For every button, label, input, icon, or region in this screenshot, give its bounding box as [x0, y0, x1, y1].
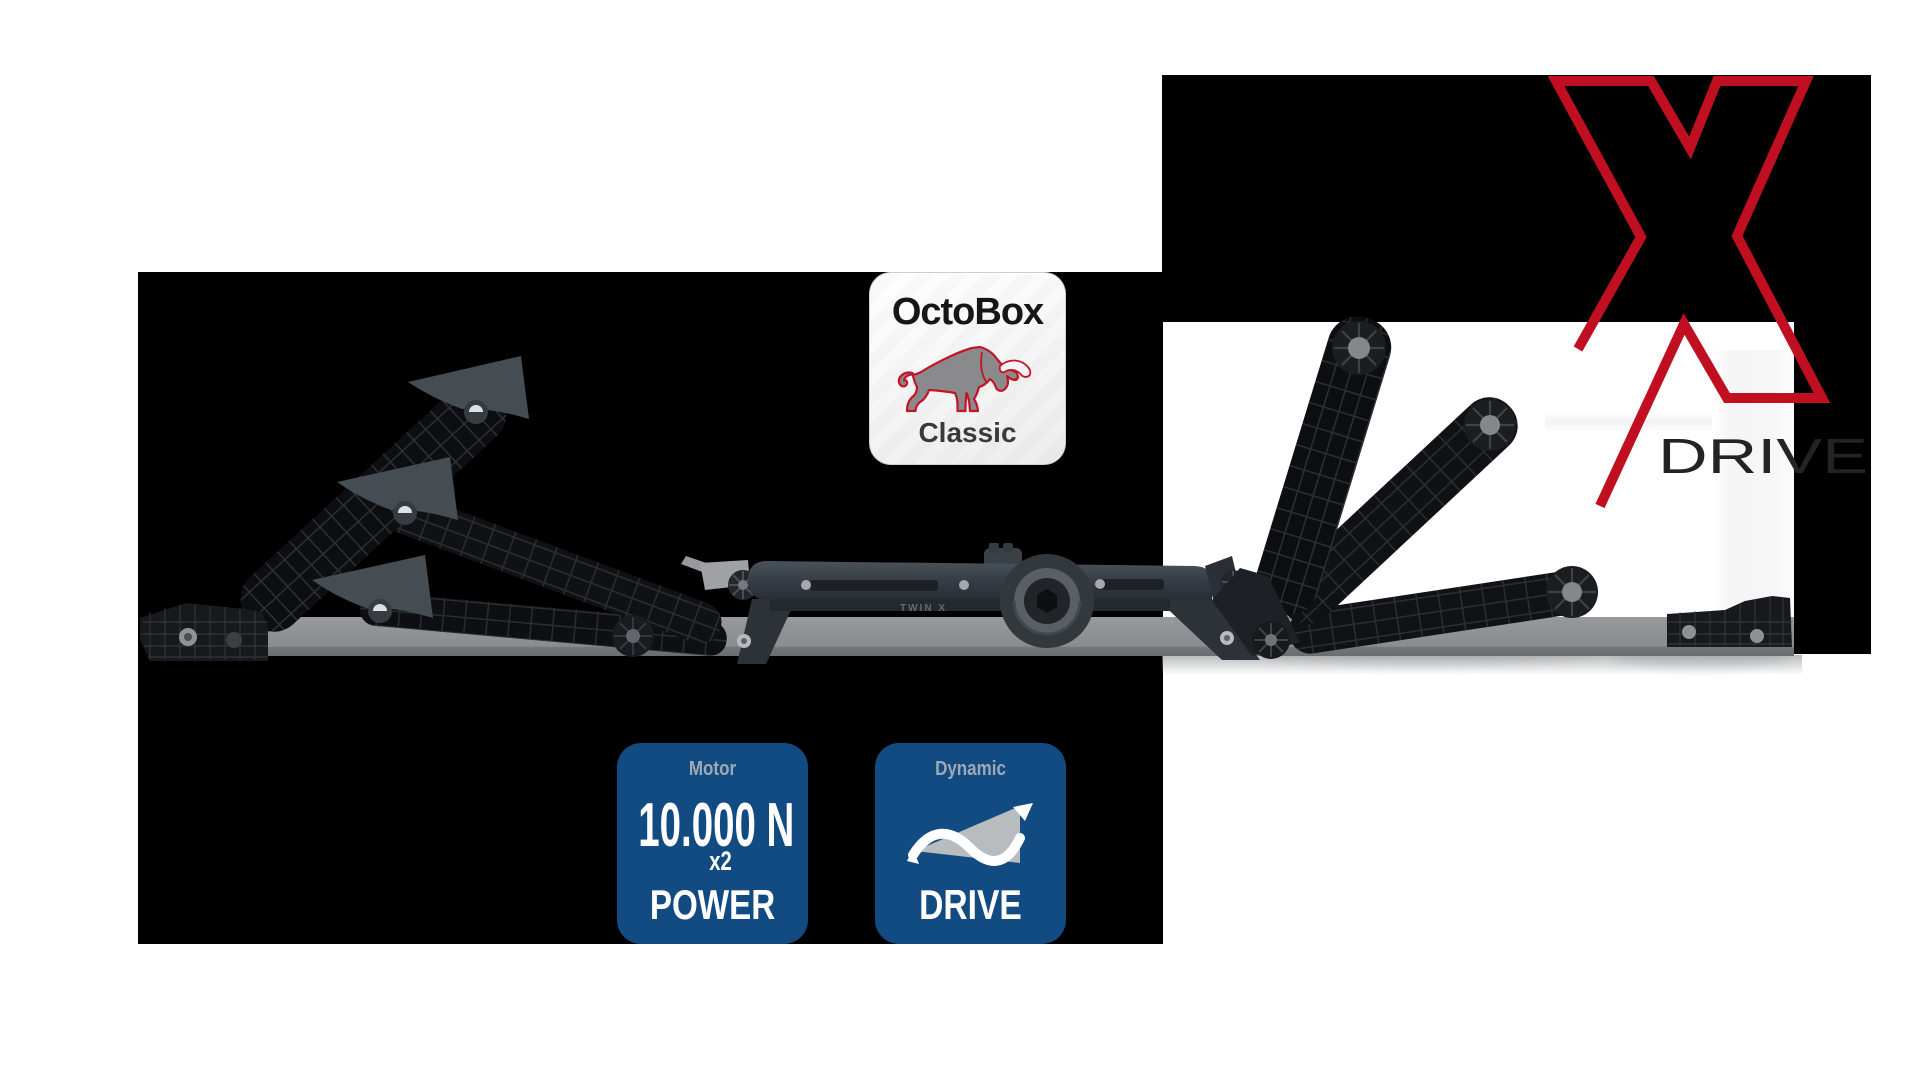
svg-text:DRIVE: DRIVE: [1658, 430, 1868, 484]
svg-text:TWIN X: TWIN X: [900, 603, 947, 614]
